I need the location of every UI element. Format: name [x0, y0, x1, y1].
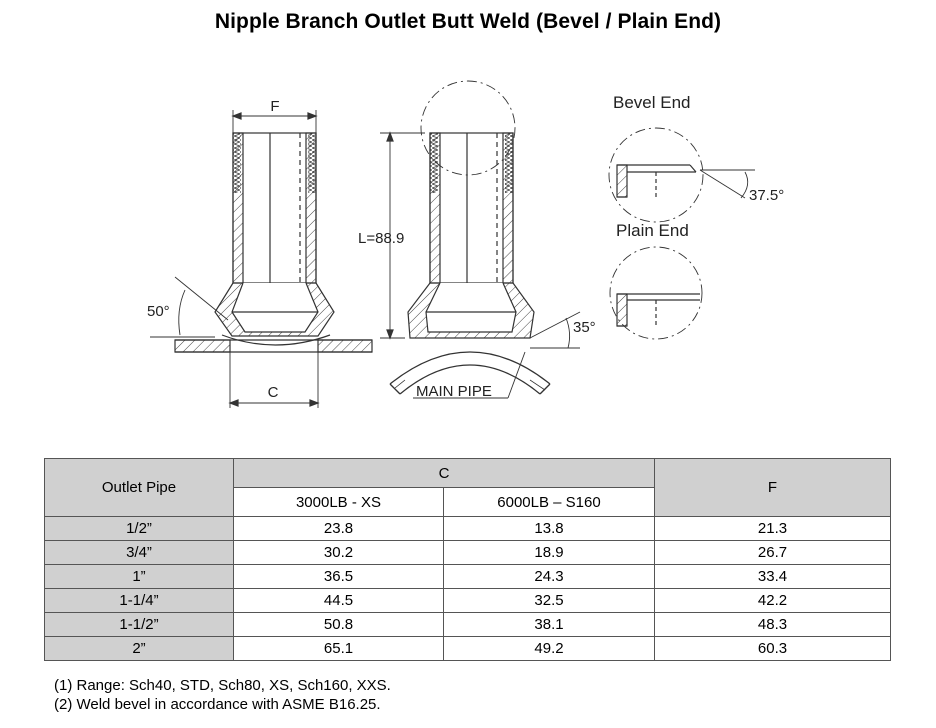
table-row: 1-1/2” 50.8 38.1 48.3: [44, 612, 891, 637]
bevel-end-label: Bevel End: [613, 93, 691, 112]
technical-drawing: F C 50° L=88.9 35: [147, 80, 784, 408]
cell-size: 1/2”: [44, 516, 234, 541]
dim-l-label: L=88.9: [358, 230, 404, 247]
cell-f: 26.7: [654, 540, 891, 565]
cell-f: 42.2: [654, 588, 891, 613]
cell-size: 1”: [44, 564, 234, 589]
cell-f: 48.3: [654, 612, 891, 637]
header-c-3000: 3000LB - XS: [233, 487, 444, 517]
cell-size: 1-1/2”: [44, 612, 234, 637]
cell-c6000: 49.2: [443, 636, 655, 661]
cell-f: 33.4: [654, 564, 891, 589]
cell-c3000: 23.8: [233, 516, 444, 541]
table-row: 3/4” 30.2 18.9 26.7: [44, 540, 891, 565]
cell-c3000: 36.5: [233, 564, 444, 589]
notes: (1) Range: Sch40, STD, Sch80, XS, Sch160…: [54, 676, 391, 714]
note-range: (1) Range: Sch40, STD, Sch80, XS, Sch160…: [54, 677, 391, 694]
cell-c6000: 18.9: [443, 540, 655, 565]
cell-c3000: 65.1: [233, 636, 444, 661]
cell-c3000: 30.2: [233, 540, 444, 565]
angle-50-label: 50°: [147, 303, 170, 320]
cell-f: 60.3: [654, 636, 891, 661]
cell-f: 21.3: [654, 516, 891, 541]
cell-size: 1-1/4”: [44, 588, 234, 613]
page-title: Nipple Branch Outlet Butt Weld (Bevel / …: [214, 10, 722, 33]
dim-c-label: C: [268, 384, 279, 401]
table-row: 1-1/4” 44.5 32.5 42.2: [44, 588, 891, 613]
dim-f-label: F: [270, 98, 279, 115]
table-row: 1/2” 23.8 13.8 21.3: [44, 516, 891, 541]
main-pipe-label: MAIN PIPE: [416, 383, 492, 400]
cell-c6000: 24.3: [443, 564, 655, 589]
middle-view: [380, 80, 581, 399]
header-f: F: [654, 458, 891, 517]
table-row: 1” 36.5 24.3 33.4: [44, 564, 891, 589]
angle-35-label: 35°: [573, 319, 596, 336]
cell-c3000: 44.5: [233, 588, 444, 613]
note-weld-bevel: (2) Weld bevel in accordance with ASME B…: [54, 696, 381, 713]
header-c: C: [233, 458, 655, 488]
plain-end-label: Plain End: [616, 221, 689, 240]
cell-c6000: 13.8: [443, 516, 655, 541]
plain-end-detail: [609, 246, 703, 340]
table-row: 2” 65.1 49.2 60.3: [44, 636, 891, 661]
cell-c3000: 50.8: [233, 612, 444, 637]
header-c-6000: 6000LB – S160: [443, 487, 655, 517]
angle-37-label: 37.5°: [749, 187, 784, 204]
header-outlet-pipe: Outlet Pipe: [44, 458, 234, 517]
cell-c6000: 32.5: [443, 588, 655, 613]
bevel-end-detail: [608, 127, 755, 223]
cell-c6000: 38.1: [443, 612, 655, 637]
left-view: [150, 110, 373, 408]
dimension-table: Outlet Pipe C F 3000LB - XS 6000LB – S16…: [44, 458, 891, 661]
cell-size: 2”: [44, 636, 234, 661]
cell-size: 3/4”: [44, 540, 234, 565]
